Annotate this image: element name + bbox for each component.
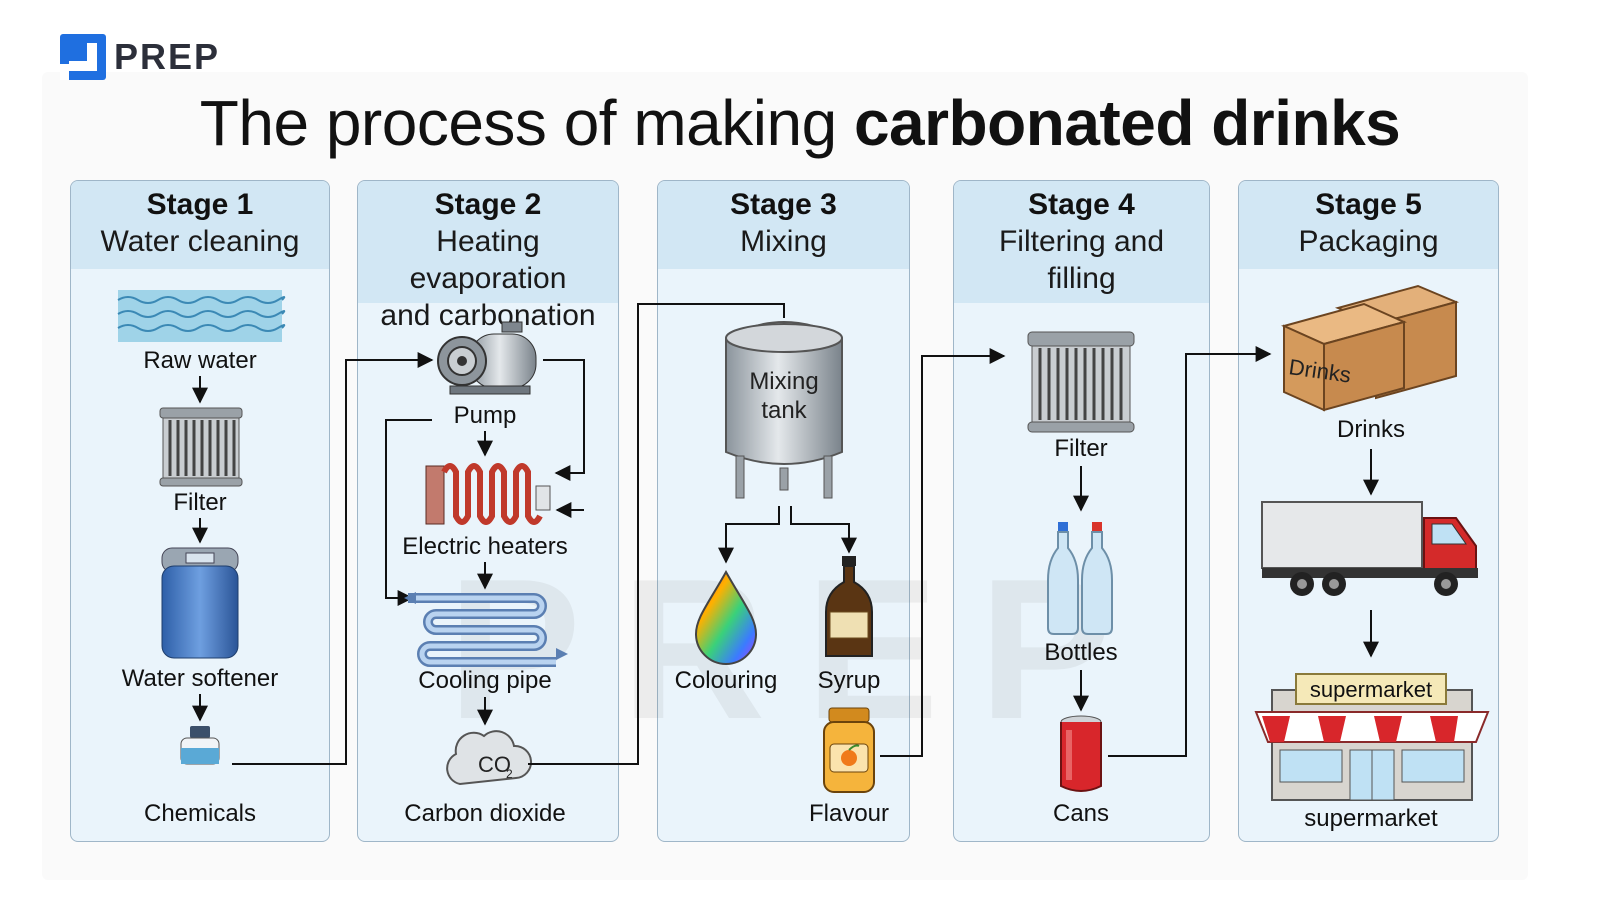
stage-4-header: Stage 4 Filtering and filling [954, 181, 1209, 303]
prep-logo-icon [60, 34, 106, 80]
title-bold: carbonated drinks [853, 87, 1401, 159]
stage-number: Stage 4 [1028, 188, 1135, 221]
stage-number: Stage 3 [730, 188, 837, 221]
stage-number: Stage 5 [1315, 188, 1422, 221]
stage-5-header: Stage 5 Packaging [1239, 181, 1498, 269]
stage-name: Water cleaning [100, 225, 300, 258]
stage-3-header: Stage 3 Mixing [658, 181, 909, 269]
stage-2-header: Stage 2 Heating evaporation and carbonat… [358, 181, 618, 332]
brand-name: PREP [114, 36, 221, 77]
stage-name: Filtering and [998, 225, 1165, 258]
stage-name: Mixing [740, 225, 827, 258]
brand-logo: PREP [60, 34, 220, 80]
stage-name: filling [1047, 262, 1116, 295]
stage-name: Packaging [1298, 225, 1439, 258]
title-regular: The process of making [199, 87, 854, 159]
stage-1-header: Stage 1 Water cleaning [71, 181, 329, 269]
stage-number: Stage 2 [434, 188, 542, 221]
stage-name: Heating evaporation [409, 225, 567, 295]
stage-number: Stage 1 [146, 188, 254, 221]
watermark-text: PREP [447, 538, 1153, 761]
stage-name: and carbonation [380, 299, 596, 332]
diagram-title: The process of making carbonated drinks [0, 86, 1600, 160]
